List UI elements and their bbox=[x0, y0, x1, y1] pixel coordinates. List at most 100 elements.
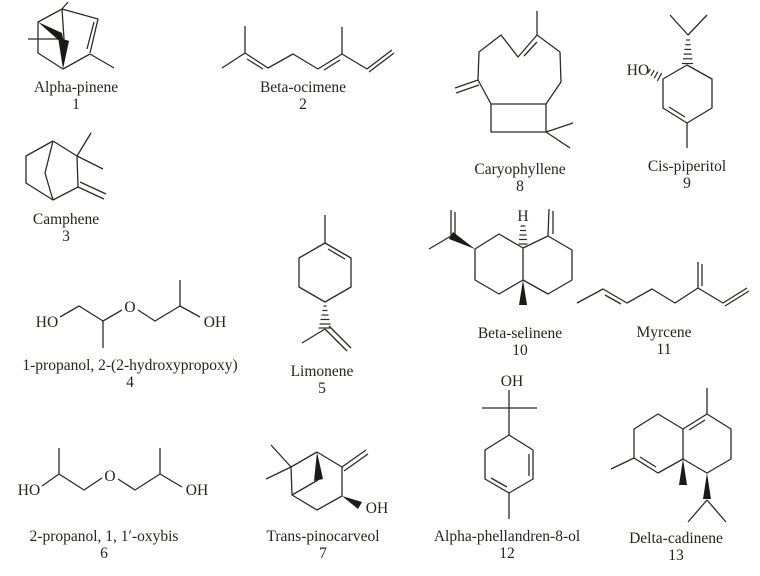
bond bbox=[44, 140, 54, 201]
double-bond bbox=[327, 248, 346, 260]
wedge-bond bbox=[342, 496, 362, 509]
hydroxyl-label: HO bbox=[36, 314, 58, 331]
limonene-structure bbox=[298, 215, 352, 352]
camphene-structure bbox=[25, 132, 107, 201]
ether-oxygen-label: O bbox=[104, 468, 115, 485]
delta-cadinene-structure bbox=[610, 388, 732, 523]
compound-number: 4 bbox=[126, 374, 134, 391]
compound-number: 8 bbox=[516, 178, 524, 195]
bond bbox=[545, 131, 571, 149]
propanol-hydroxypropoxy-structure: HO O OH bbox=[36, 280, 226, 348]
compound-name: Alpha-phellandren-8-ol bbox=[433, 528, 581, 545]
bond bbox=[662, 64, 713, 124]
hydroxyl-label: OH bbox=[186, 482, 208, 499]
bond bbox=[76, 132, 92, 157]
bond bbox=[25, 140, 79, 201]
bond bbox=[706, 499, 727, 523]
hash bbox=[656, 72, 663, 82]
bond bbox=[59, 305, 123, 322]
wedge-bond bbox=[703, 473, 711, 499]
double-bond bbox=[328, 325, 352, 349]
compound-number: 2 bbox=[299, 96, 307, 113]
alpha-phellandren-8-ol-structure: OH bbox=[482, 373, 537, 519]
bond bbox=[298, 242, 352, 303]
double-bond bbox=[246, 58, 264, 70]
compound-label-camphene: Camphene 3 bbox=[33, 211, 99, 245]
compound-number: 11 bbox=[656, 341, 672, 358]
compound-name: 1-propanol, 2-(2-hydroxypropoxy) bbox=[22, 357, 238, 374]
compound-name: Caryophyllene bbox=[474, 161, 566, 178]
hash bbox=[650, 69, 655, 77]
compound-number: 1 bbox=[72, 96, 80, 113]
compound-number: 10 bbox=[512, 342, 528, 359]
double-bond bbox=[323, 59, 341, 71]
compound-name: 2-propanol, 1, 1′-oxybis bbox=[29, 528, 179, 545]
double-bond bbox=[490, 477, 508, 488]
bond bbox=[477, 34, 538, 105]
bond bbox=[137, 305, 201, 322]
double-bond bbox=[454, 79, 479, 89]
wedge-bond bbox=[314, 452, 323, 481]
compound-label-limonene: Limonene 5 bbox=[291, 363, 354, 397]
compound-label-propanol-hydroxypropoxy: 1-propanol, 2-(2-hydroxypropoxy) 4 bbox=[22, 357, 237, 391]
bond bbox=[117, 473, 183, 491]
compound-number: 9 bbox=[683, 175, 691, 192]
compound-number: 13 bbox=[668, 547, 684, 564]
compound-number: 7 bbox=[319, 545, 327, 562]
compound-number: 3 bbox=[62, 228, 70, 245]
bond bbox=[474, 233, 524, 295]
double-bond bbox=[523, 41, 538, 57]
double-bond bbox=[343, 453, 369, 472]
beta-ocimene-structure bbox=[221, 26, 395, 73]
bond bbox=[221, 49, 393, 70]
wedge-bond bbox=[449, 232, 475, 249]
bond bbox=[633, 413, 684, 474]
compound-number: 6 bbox=[100, 545, 108, 562]
bond bbox=[536, 34, 562, 105]
compound-name: Myrcene bbox=[636, 324, 692, 341]
compound-label-beta-selinene: Beta-selinene 10 bbox=[478, 325, 562, 359]
hash bbox=[647, 68, 651, 74]
compound-name: Beta-selinene bbox=[477, 325, 563, 342]
wedge-bond bbox=[58, 37, 69, 69]
bond bbox=[682, 413, 732, 474]
bond bbox=[61, 8, 99, 54]
compound-name: Limonene bbox=[290, 363, 354, 380]
propanol-oxybis-structure: HO O OH bbox=[18, 448, 208, 499]
double-bond bbox=[688, 419, 706, 431]
hydroxyl-label: HO bbox=[18, 482, 40, 499]
double-bond bbox=[455, 84, 480, 94]
wedge-bond bbox=[38, 22, 64, 45]
bond bbox=[61, 8, 65, 40]
wedge-bond bbox=[519, 280, 527, 305]
double-bond bbox=[86, 21, 95, 50]
double-bond bbox=[341, 449, 367, 468]
hashed-bond bbox=[682, 39, 693, 65]
ether-oxygen-label: O bbox=[124, 299, 135, 316]
compound-name: Camphene bbox=[32, 211, 100, 228]
double-bond bbox=[547, 208, 550, 237]
compound-label-propanol-oxybis: 2-propanol, 1, 1′-oxybis 6 bbox=[30, 528, 179, 562]
compound-label-cis-piperitol: Cis-piperitol 9 bbox=[648, 158, 726, 192]
bond bbox=[484, 434, 534, 494]
stereo-hydrogen-label: H bbox=[517, 208, 528, 225]
bond bbox=[291, 479, 319, 496]
compound-number: 12 bbox=[499, 545, 515, 562]
bond bbox=[610, 457, 635, 470]
compound-label-myrcene: Myrcene 11 bbox=[636, 324, 691, 358]
compound-name: Beta-ocimene bbox=[259, 79, 347, 96]
alpha-pinene-structure bbox=[28, 1, 115, 70]
double-bond bbox=[324, 328, 348, 352]
myrcene-structure bbox=[576, 262, 750, 307]
compound-name: Delta-cadinene bbox=[629, 530, 723, 547]
hydroxyl-label: OH bbox=[501, 373, 523, 390]
compound-label-alpha-pinene: Alpha-pinene 1 bbox=[34, 79, 118, 113]
double-bond bbox=[368, 52, 395, 73]
hash bbox=[653, 71, 659, 79]
compound-name: Alpha-pinene bbox=[33, 79, 119, 96]
beta-selinene-structure: H bbox=[428, 208, 573, 305]
hashed-bond bbox=[647, 68, 663, 82]
bond bbox=[687, 499, 708, 523]
bond bbox=[301, 328, 326, 344]
